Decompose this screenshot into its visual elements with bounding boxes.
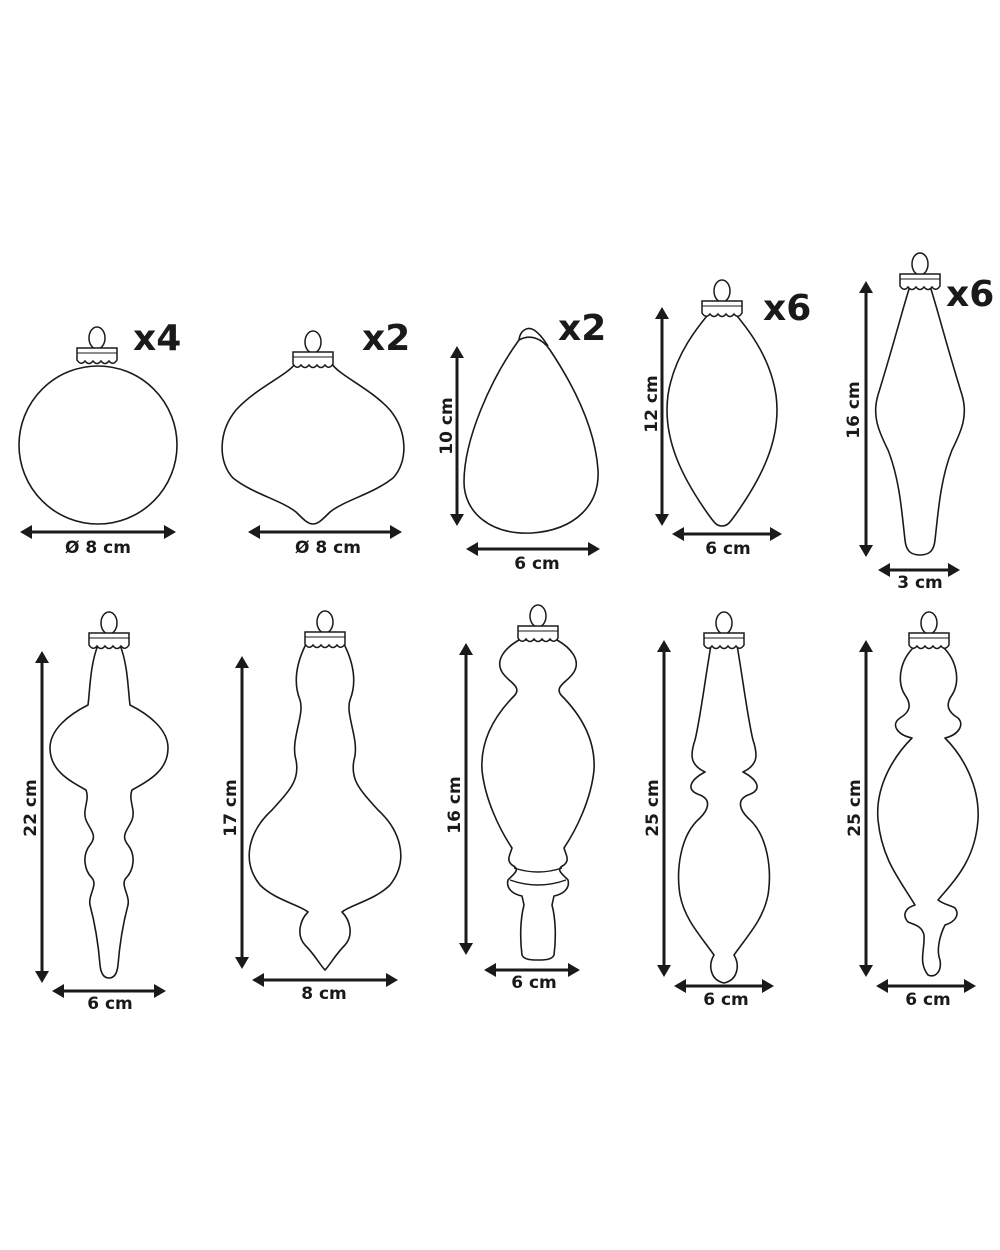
width-arrow <box>248 525 402 539</box>
ornament-finial-long-bulb: 25 cm 6 cm <box>643 611 774 1010</box>
ornament-outline <box>874 282 966 556</box>
width-arrow <box>484 963 580 977</box>
ornament-cap <box>88 611 130 650</box>
ornament-olive-drop: x6 12 cm 6 cm <box>642 279 811 559</box>
quantity-label: x6 <box>946 274 994 315</box>
ornament-outline <box>876 644 979 977</box>
ornament-cap <box>304 610 346 649</box>
height-label: 10 cm <box>437 397 457 454</box>
ornament-cap <box>703 611 745 650</box>
height-label: 16 cm <box>445 776 465 833</box>
width-label: Ø 8 cm <box>65 538 131 558</box>
quantity-label: x2 <box>558 308 606 349</box>
ornament-cap <box>701 279 743 318</box>
height-label: 25 cm <box>643 779 663 836</box>
ornament-outline <box>18 365 178 525</box>
height-arrow <box>235 656 249 969</box>
ornament-round-ball: x4 Ø 8 cm <box>18 318 181 558</box>
width-arrow <box>672 527 782 541</box>
ornament-finial-onion-base: 17 cm 8 cm <box>221 610 402 1004</box>
width-arrow <box>252 973 398 987</box>
quantity-label: x4 <box>133 318 181 359</box>
width-label: 6 cm <box>514 554 560 574</box>
ornament-outline <box>677 644 771 984</box>
ornament-teardrop: x2 10 cm 6 cm <box>437 308 606 574</box>
ornament-cap <box>292 330 334 369</box>
height-arrow <box>35 651 49 983</box>
width-arrow <box>52 984 166 998</box>
ornament-ring <box>509 867 567 886</box>
ornament-finial-ribbed: 22 cm 6 cm <box>21 611 169 1014</box>
height-label: 16 cm <box>844 381 864 438</box>
ornament-onion: x2 Ø 8 cm <box>221 318 410 558</box>
height-arrow <box>655 307 669 526</box>
height-arrow <box>450 346 464 526</box>
width-label: 6 cm <box>905 990 951 1010</box>
ornament-outline <box>481 639 595 961</box>
width-label: 6 cm <box>703 990 749 1010</box>
width-arrow <box>674 979 774 993</box>
width-label: 3 cm <box>897 573 943 593</box>
ornament-finial-oval-ringed: 16 cm 6 cm <box>445 604 595 993</box>
ornament-outline <box>221 363 405 525</box>
width-label: 6 cm <box>705 539 751 559</box>
width-label: 6 cm <box>87 994 133 1014</box>
ornament-outline <box>666 309 778 527</box>
ornament-slim-spindle: x6 16 cm 3 cm <box>844 252 994 593</box>
width-arrow <box>466 542 600 556</box>
ornament-cap <box>76 326 118 365</box>
ornament-outline <box>248 643 402 971</box>
ornament-hook <box>518 327 549 347</box>
quantity-label: x2 <box>362 318 410 359</box>
height-arrow <box>859 281 873 557</box>
height-label: 25 cm <box>845 779 865 836</box>
quantity-label: x6 <box>763 288 811 329</box>
ornament-cap <box>899 252 941 291</box>
height-arrow <box>459 643 473 955</box>
width-label: Ø 8 cm <box>295 538 361 558</box>
width-arrow <box>878 563 960 577</box>
ornament-cap <box>908 611 950 650</box>
width-label: 8 cm <box>301 984 347 1004</box>
height-arrow <box>657 640 671 977</box>
width-label: 6 cm <box>511 973 557 993</box>
ornament-finial-long-teardrop: 25 cm 6 cm <box>845 611 979 1010</box>
ornament-outline <box>49 644 169 979</box>
width-arrow <box>20 525 176 539</box>
height-label: 22 cm <box>21 779 41 836</box>
ornament-outline <box>463 336 599 534</box>
ornament-cap <box>517 604 559 643</box>
height-label: 12 cm <box>642 375 662 432</box>
height-label: 17 cm <box>221 779 241 836</box>
width-arrow <box>876 979 976 993</box>
height-arrow <box>859 640 873 977</box>
